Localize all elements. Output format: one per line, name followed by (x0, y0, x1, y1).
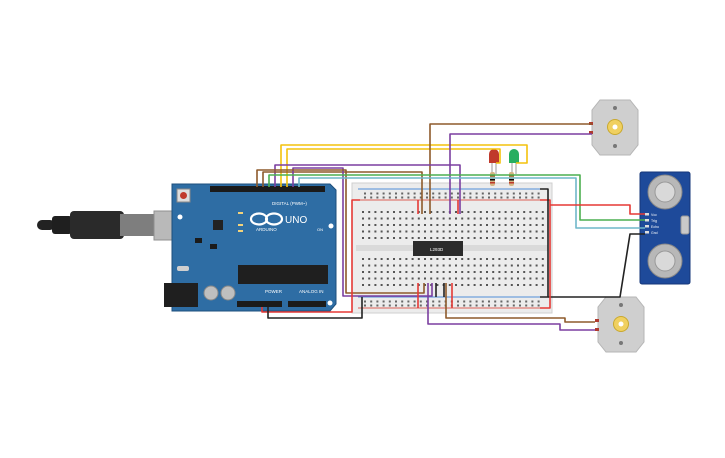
motor-top (589, 99, 639, 156)
wires (256, 123, 645, 331)
wire-black-gnd-arduino (267, 297, 363, 319)
analog-label: ANALOG IN (299, 289, 324, 294)
usb-cable (37, 210, 191, 241)
wire-purple-pin-2 (292, 167, 433, 297)
atmega-chip (238, 265, 328, 284)
breadboard-holes (362, 192, 544, 307)
wire-black-rail (540, 188, 549, 298)
resistor-1 (490, 172, 495, 186)
brand-text: ARDUINO (256, 227, 277, 232)
wire-black-gnd (548, 233, 645, 298)
green-led (509, 149, 519, 174)
power-header (237, 301, 282, 307)
motor-bottom (595, 296, 645, 353)
wire-green-trig (268, 174, 645, 221)
wire-red-vcc (550, 204, 645, 215)
sensor-pin-vcc: Vcc (651, 213, 657, 217)
sensor-pin-echo: Echo (651, 225, 659, 229)
chip-label: L293D (430, 247, 444, 252)
wire-red-5v (261, 199, 360, 313)
wire-brown-motor-top (429, 123, 592, 214)
wire-brown-motor-bottom (445, 283, 595, 323)
sensor-pin-gnd: Gnd (651, 231, 658, 235)
wire-red-rail (540, 199, 551, 309)
red-led (489, 149, 499, 174)
on-label: ON (317, 227, 323, 232)
reset-button-cap (180, 192, 187, 199)
model-text: UNO (285, 215, 307, 226)
wire-purple-motor-bottom (427, 283, 595, 331)
power-label: POWER (265, 289, 283, 294)
resistor-2 (509, 172, 514, 186)
wire-yellow-led2 (286, 148, 501, 187)
digital-label: DIGITAL (PWM~) (272, 201, 307, 206)
ultrasonic-sensor: Vcc Trig Echo Gnd (639, 171, 691, 285)
wire-yellow-led1 (280, 144, 528, 187)
wire-teal-echo (298, 177, 645, 229)
wire-brown-pin-2 (256, 169, 425, 294)
arduino-uno-board: DIGITAL (PWM~) ARDUINO UNO ON POWER ANAL… (164, 183, 337, 312)
l293d-chip: L293D (413, 241, 463, 256)
wire-purple-motor-top (449, 133, 592, 214)
power-jack (164, 283, 198, 307)
sensor-pin-trig: Trig (651, 219, 657, 223)
wire-purple-pin (274, 164, 461, 214)
analog-header (288, 301, 326, 307)
digital-header (210, 186, 325, 192)
arduino-logo-icon (249, 212, 284, 226)
